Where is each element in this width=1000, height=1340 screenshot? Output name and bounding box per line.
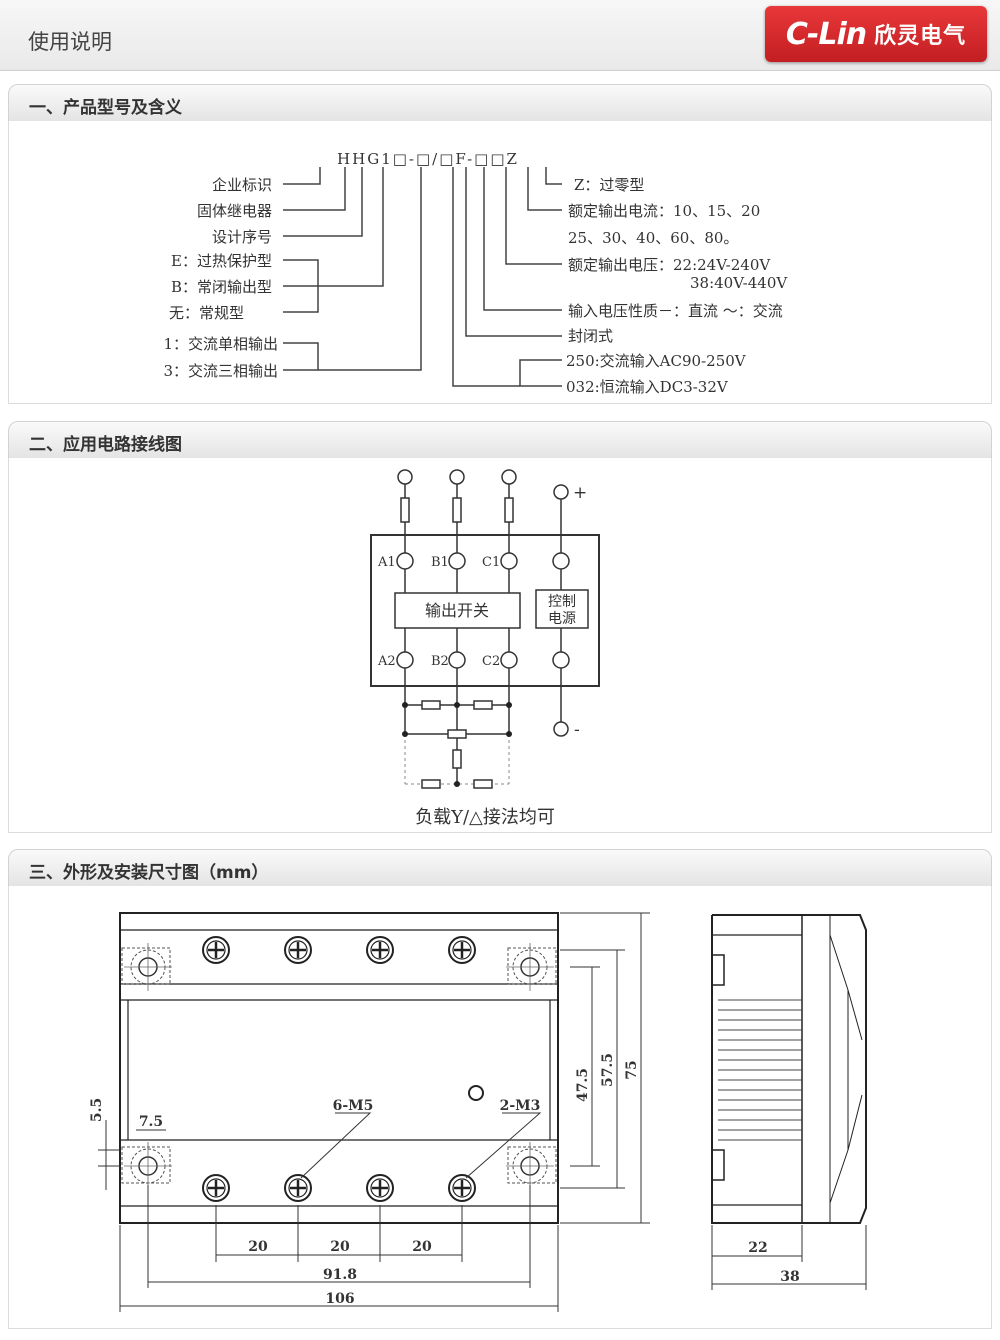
label-ac-input: 250:交流输入AC90-250V [566,352,747,370]
section-header-circuit: 二、应用电路接线图 [8,421,992,459]
terminal-a1: A1 [377,555,396,570]
label-nc-output: B：常闭输出型 [171,278,272,296]
side-dim-38: 38 [780,1269,799,1285]
page-title: 使用说明 [28,30,112,54]
section-header-model: 一、产品型号及含义 [8,84,992,122]
side-dim-22: 22 [748,1240,767,1256]
label-ssr: 固体继电器 [197,202,272,220]
section-title: 一、产品型号及含义 [29,98,182,118]
callout-2-m3: 2-M3 [500,1098,541,1114]
dim-pitch-3: 20 [412,1239,432,1255]
dim-75: 75 [624,1060,640,1079]
section-header-dimensions: 三、外形及安装尺寸图（mm） [8,849,992,887]
brand-logo: C-Lin 欣灵电气 [765,6,987,62]
dim-pitch-2: 20 [330,1239,350,1255]
section-title: 三、外形及安装尺寸图（mm） [29,863,269,883]
dim-7-5: 7.5 [139,1114,163,1130]
dim-pitch-1: 20 [248,1239,268,1255]
label-ac-single: 1：交流单相输出 [163,335,278,353]
load-caption: 负载Y/△接法均可 [415,807,555,828]
model-diagram: HHG1□-□/□F-□□Z 企业标识 固体继电器 设计序号 E：过热保护型 B… [163,150,788,396]
label-dc-input: 032:恒流输入DC3-32V [566,378,729,396]
terminal-b1: B1 [431,555,449,570]
label-voltage-1: 额定输出电压：22:24V-240V [568,256,771,274]
panel-model [8,121,992,404]
logo-mark: C-Lin [785,16,867,52]
section-title: 二、应用电路接线图 [29,435,182,455]
dim-91-8: 91.8 [323,1267,357,1283]
terminal-c2: C2 [482,654,500,669]
terminal-a2: A2 [377,654,396,669]
dim-47-5: 47.5 [575,1068,591,1102]
terminal-b2: B2 [431,654,449,669]
dim-5-5: 5.5 [89,1098,105,1122]
label-current-1: 额定输出电流：10、15、20 [568,202,760,220]
label-voltage-2: 38:40V-440V [690,274,788,292]
label-current-2: 25、30、40、60、80。 [568,229,738,247]
label-enclosed: 封闭式 [568,327,613,345]
label-company-id: 企业标识 [212,176,272,194]
top-bar: 使用说明 C-Lin 欣灵电气 [0,0,1000,71]
output-switch-label: 输出开关 [425,601,489,620]
circuit-diagram: + - A1 B1 C1 A2 B2 C2 输出开关 控制 电源 负载Y/△接法… [370,469,600,828]
label-zero-cross: Z：过零型 [574,176,644,194]
dim-106: 106 [325,1291,354,1307]
model-code: HHG1□-□/□F-□□Z [337,150,519,168]
callout-6-m5: 6-M5 [333,1098,374,1114]
label-input-type: 输入电压性质－：直流 ～：交流 [568,302,783,320]
terminal-c1: C1 [482,555,500,570]
label-normal: 无：常规型 [169,304,244,322]
logo-text: 欣灵电气 [874,24,967,49]
plus-label: + [573,483,587,503]
control-power-label-2: 电源 [548,611,576,627]
label-overheat: E：过热保护型 [171,252,272,270]
label-ac-three: 3：交流三相输出 [163,362,278,380]
panel-circuit [8,458,992,833]
label-design-no: 设计序号 [212,228,272,246]
minus-label: - [574,720,580,740]
control-power-label-1: 控制 [548,594,576,610]
dim-57-5: 57.5 [600,1053,616,1087]
panel-dimensions [8,886,992,1329]
